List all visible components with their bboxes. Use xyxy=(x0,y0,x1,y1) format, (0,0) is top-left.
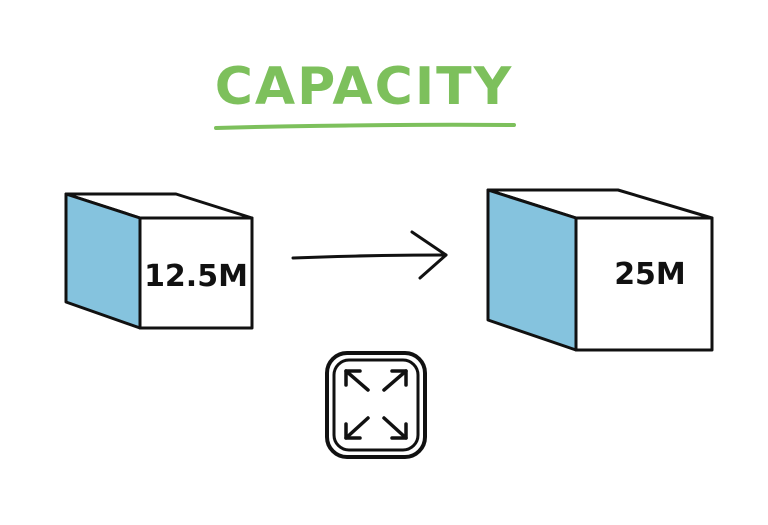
cube-before xyxy=(64,192,254,330)
expand-arrows-icon xyxy=(325,351,427,459)
cube-after-side xyxy=(486,188,578,352)
cube-after-front xyxy=(574,216,714,352)
cube-after xyxy=(486,188,714,352)
cube-before-front xyxy=(138,216,254,330)
cube-after-label: 25M xyxy=(614,257,686,292)
diagram-title: CAPACITY xyxy=(214,57,514,117)
cube-before-label: 12.5M xyxy=(144,259,248,294)
right-arrow-icon xyxy=(291,230,448,280)
cube-before-side xyxy=(64,192,142,330)
title-underline xyxy=(214,122,516,130)
